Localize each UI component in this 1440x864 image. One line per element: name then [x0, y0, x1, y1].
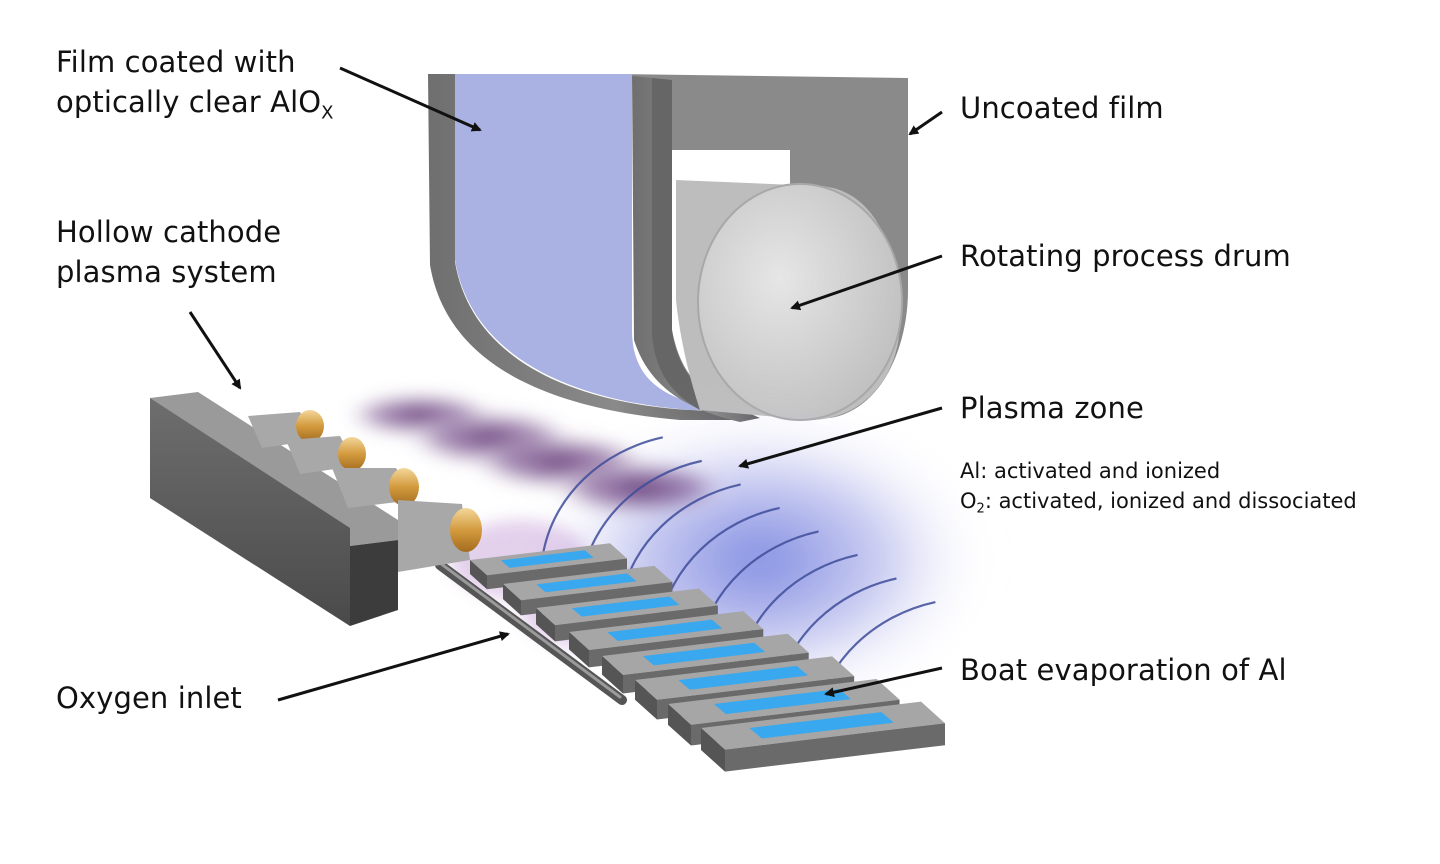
evaporation-boat [701, 701, 945, 772]
arrow-hollow-cathode [188, 311, 242, 390]
evaporation-boat [470, 543, 627, 590]
label-oxygen-inlet: Oxygen inlet [56, 681, 242, 715]
cathode-housing [150, 398, 350, 626]
film-and-drum [428, 74, 908, 422]
label-plasma-zone: Plasma zone [960, 391, 1144, 425]
hollow-cathode-system [150, 392, 482, 626]
label-boat-evaporation: Boat evaporation of Al [960, 653, 1287, 687]
rotating-drum-face [698, 184, 902, 420]
note-al: Al: activated and ionized [960, 459, 1221, 483]
aluminium-pool [642, 642, 766, 666]
aluminium-pool [713, 688, 851, 715]
arrow-rotating-drum [790, 254, 943, 311]
coated-film [455, 74, 740, 410]
cathode-nozzle [248, 410, 324, 448]
cathode-nozzle [332, 468, 419, 508]
pointer-arrows [188, 66, 943, 702]
label-hollow-cathode-line1: Hollow cathode [56, 215, 282, 249]
label-uncoated-film: Uncoated film [960, 91, 1164, 125]
evaporation-boats [470, 543, 945, 772]
label-rotating-drum: Rotating process drum [960, 239, 1291, 273]
label-film-coated-line2: optically clear AlOX [56, 85, 334, 124]
aluminium-pool [607, 619, 723, 641]
arrow-uncoated-film [908, 110, 943, 136]
arrow-oxygen-inlet [277, 631, 510, 702]
label-hollow-cathode-line2: plasma system [56, 255, 277, 289]
aluminium-pool [749, 712, 894, 739]
note-o2: O2: activated, ionized and dissociated [960, 489, 1357, 517]
aluminium-pool [571, 596, 680, 617]
cathode-nozzle [398, 500, 482, 572]
arrow-film-coated [339, 66, 482, 132]
oxygen-inlet-rod [435, 560, 627, 705]
label-film-coated-line1: Film coated with [56, 45, 296, 79]
aluminium-pool [536, 573, 637, 593]
arrow-boat-evaporation [824, 666, 943, 698]
vapor-arc [541, 436, 664, 556]
cathode-nozzle [286, 436, 366, 474]
aluminium-pool [500, 550, 594, 568]
aluminium-pool [678, 665, 809, 690]
arrow-plasma-zone [738, 406, 943, 469]
